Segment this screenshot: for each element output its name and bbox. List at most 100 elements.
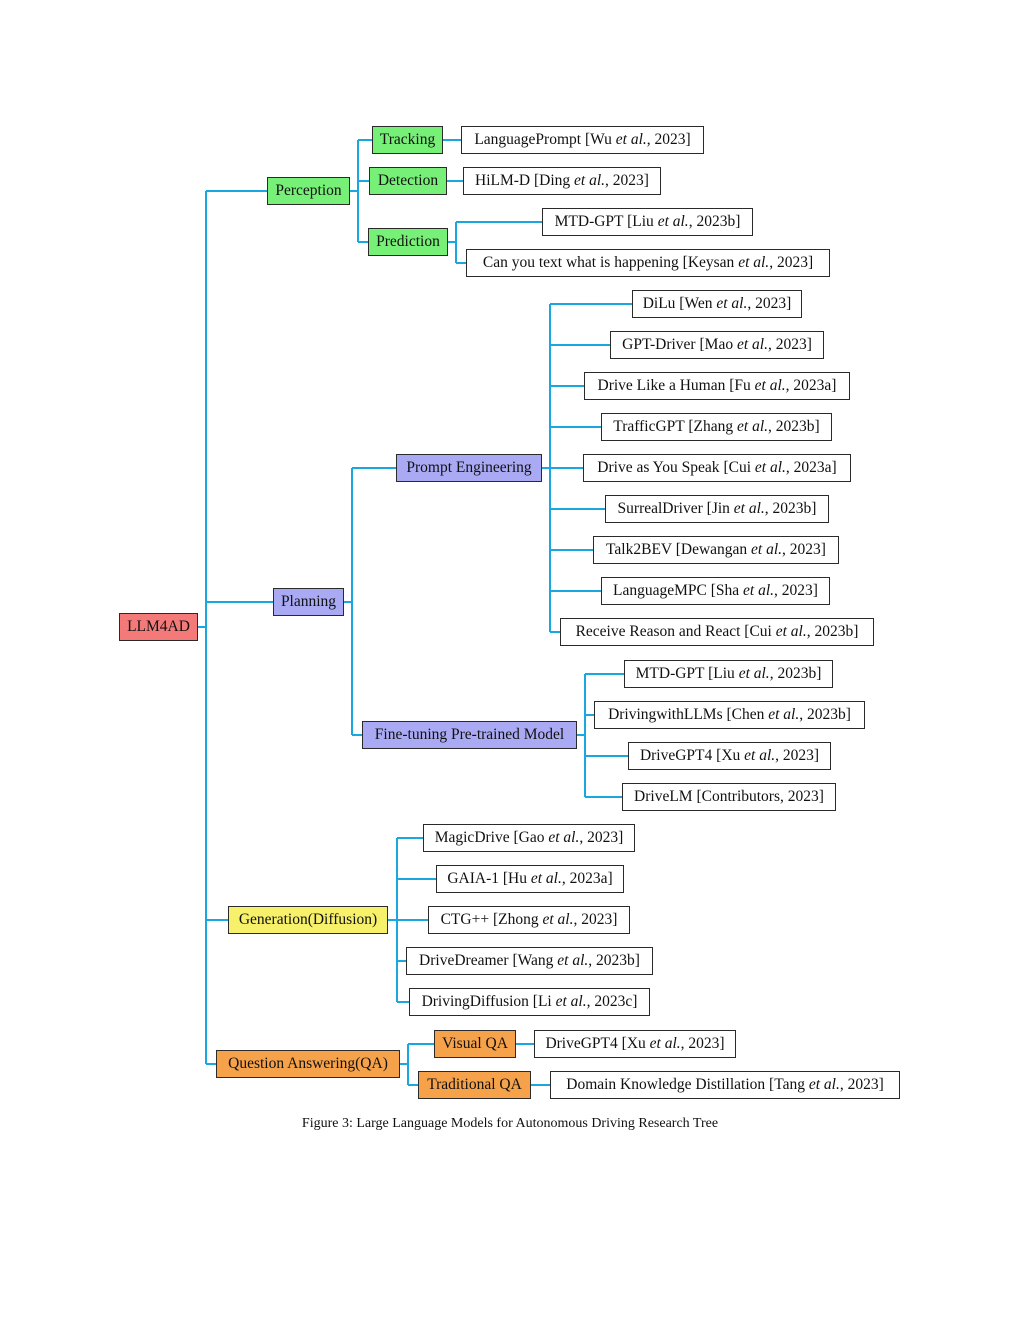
paper-prompt-engineering-4: TrafficGPT [Zhang et al., 2023b] [601, 413, 832, 441]
et-al-text: et al. [716, 295, 748, 312]
paper-author: Wu [590, 131, 612, 148]
paper-name: DriveGPT4 [545, 1035, 618, 1052]
et-al-text: et al. [775, 623, 807, 640]
paper-author: Sha [715, 582, 740, 599]
paper-generation-5: DrivingDiffusion [Li et al., 2023c] [409, 988, 650, 1016]
paper-author: Liu [713, 665, 735, 682]
paper-author: Contributors [701, 788, 781, 805]
subcategory-tracking: Tracking [372, 126, 443, 154]
et-al-text: et al. [738, 254, 770, 271]
paper-tracking-1: LanguagePrompt [Wu et al., 2023] [461, 126, 704, 154]
category-planning: Planning [273, 588, 344, 616]
subcategory-detection: Detection [369, 167, 447, 195]
subcategory-visual-qa: Visual QA [434, 1030, 516, 1058]
paper-name: SurrealDriver [617, 500, 703, 517]
paper-year: 2023a [793, 459, 832, 476]
paper-year: 2023 [775, 336, 807, 353]
et-al-text: et al. [657, 213, 689, 230]
paper-prompt-engineering-3: Drive Like a Human [Fu et al., 2023a] [584, 372, 850, 400]
et-al-text: et al. [649, 1035, 681, 1052]
paper-fine-tuning-4: DriveLM [Contributors, 2023] [622, 783, 836, 811]
paper-name: DriveLM [634, 788, 693, 805]
paper-year: 2023 [587, 829, 619, 846]
et-al-text: et al. [768, 706, 800, 723]
et-al-text: et al. [555, 993, 587, 1010]
paper-name: DriveGPT4 [639, 747, 713, 764]
paper-author: Cui [728, 459, 752, 476]
paper-name: Drive Like a Human [597, 377, 726, 394]
paper-name: HiLM-D [475, 172, 531, 189]
paper-author: Fu [734, 377, 751, 394]
paper-name: Receive Reason and React [575, 623, 741, 640]
paper-generation-1: MagicDrive [Gao et al., 2023] [423, 824, 635, 852]
paper-author: Wang [517, 952, 554, 969]
paper-name: Domain Knowledge Distillation [566, 1076, 766, 1093]
et-al-text: et al. [754, 459, 786, 476]
category-generation: Generation(Diffusion) [228, 906, 388, 934]
paper-detection-1: HiLM-D [Ding et al., 2023] [463, 167, 661, 195]
paper-prompt-engineering-2: GPT-Driver [Mao et al., 2023] [610, 331, 824, 359]
paper-generation-4: DriveDreamer [Wang et al., 2023b] [406, 947, 653, 975]
paper-year: 2023 [688, 1035, 720, 1052]
paper-name: LanguagePrompt [474, 131, 582, 148]
et-al-text: et al. [574, 172, 606, 189]
et-al-text: et al. [530, 870, 562, 887]
et-al-text: et al. [548, 829, 580, 846]
paper-name: MagicDrive [434, 829, 510, 846]
paper-fine-tuning-3: DriveGPT4 [Xu et al., 2023] [628, 742, 831, 770]
paper-name: DiLu [642, 295, 676, 312]
paper-year: 2023b [814, 623, 854, 640]
paper-author: Li [537, 993, 552, 1010]
paper-author: Xu [721, 747, 741, 764]
paper-author: Keysan [687, 254, 735, 271]
paper-name: CTG++ [440, 911, 490, 928]
paper-year: 2023b [696, 213, 736, 230]
et-al-text: et al. [615, 131, 647, 148]
paper-name: LanguageMPC [613, 582, 707, 599]
paper-author: Mao [704, 336, 734, 353]
paper-year: 2023 [847, 1076, 879, 1093]
et-al-text: et al. [557, 952, 589, 969]
et-al-text: et al. [743, 582, 775, 599]
paper-author: Cui [749, 623, 772, 640]
figure-caption: Figure 3: Large Language Models for Auto… [301, 1116, 719, 1131]
et-al-text: et al. [751, 541, 783, 558]
paper-author: Tang [774, 1076, 805, 1093]
paper-name: GPT-Driver [622, 336, 696, 353]
paper-year: 2023a [793, 377, 832, 394]
paper-author: Jin [711, 500, 730, 517]
category-question-answering: Question Answering(QA) [216, 1050, 400, 1078]
et-al-text: et al. [738, 665, 770, 682]
paper-prompt-engineering-6: SurrealDriver [Jin et al., 2023b] [605, 495, 829, 523]
paper-year: 2023 [755, 295, 787, 312]
et-al-text: et al. [542, 911, 574, 928]
paper-year: 2023c [594, 993, 633, 1010]
paper-prediction-2: Can you text what is happening [Keysan e… [466, 249, 830, 277]
paper-author: Gao [518, 829, 545, 846]
paper-name: DrivingDiffusion [421, 993, 529, 1010]
paper-generation-2: GAIA-1 [Hu et al., 2023a] [436, 865, 624, 893]
paper-author: Zhang [693, 418, 734, 435]
paper-author: Chen [731, 706, 765, 723]
paper-year: 2023b [596, 952, 635, 969]
paper-author: Dewangan [680, 541, 748, 558]
paper-prompt-engineering-1: DiLu [Wen et al., 2023] [632, 290, 802, 318]
et-al-text: et al. [733, 500, 765, 517]
paper-name: MTD-GPT [554, 213, 624, 230]
paper-year: 2023b [777, 665, 817, 682]
subcategory-traditional-qa: Traditional QA [418, 1071, 531, 1099]
paper-author: Ding [539, 172, 571, 189]
paper-author: Hu [508, 870, 527, 887]
paper-name: Can you text what is happening [482, 254, 679, 271]
paper-year: 2023 [654, 131, 686, 148]
paper-name: Talk2BEV [606, 541, 672, 558]
et-al-text: et al. [744, 747, 776, 764]
paper-year: 2023 [612, 172, 644, 189]
paper-fine-tuning-1: MTD-GPT [Liu et al., 2023b] [624, 660, 833, 688]
paper-name: GAIA-1 [447, 870, 499, 887]
paper-author: Wen [684, 295, 713, 312]
paper-prompt-engineering-5: Drive as You Speak [Cui et al., 2023a] [583, 454, 851, 482]
paper-generation-3: CTG++ [Zhong et al., 2023] [428, 906, 630, 934]
